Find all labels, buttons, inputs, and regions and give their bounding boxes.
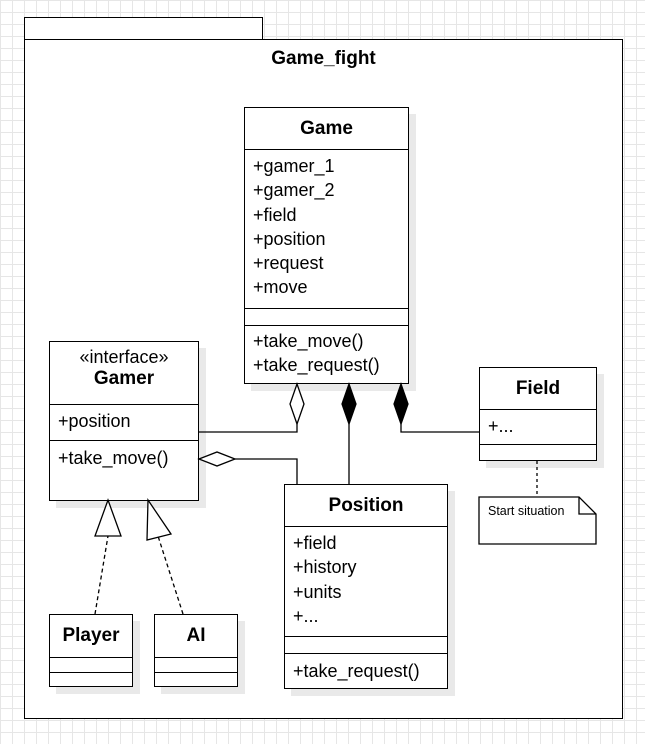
game-attribute: +move (253, 277, 308, 298)
gamer-method: +take_move() (58, 448, 169, 468)
note-fold (578, 497, 596, 515)
aggregation-position-gamer (235, 458, 298, 484)
realization-ai-gamer (157, 535, 184, 615)
aggregation-diamond-game (289, 382, 305, 426)
class-player-name: Player (62, 625, 120, 646)
class-gamer-attributes: +position (50, 404, 198, 440)
package-title: Game_fight (271, 48, 376, 69)
class-player-methods (50, 672, 132, 685)
class-gamer-methods: +take_move() (50, 440, 198, 500)
class-position-separator (285, 636, 447, 653)
class-game-name: Game (300, 118, 353, 139)
class-field[interactable]: Field +... (479, 367, 597, 461)
class-gamer-stereotype: «interface» (79, 347, 169, 367)
composition-diamond-field (393, 382, 409, 426)
position-attribute: +... (293, 605, 319, 626)
class-field-methods (480, 444, 596, 460)
gamer-attribute: +position (58, 411, 131, 431)
position-method: +take_request() (293, 661, 420, 681)
note-text: Start situation (488, 504, 565, 518)
field-attribute: +... (488, 416, 514, 436)
class-gamer-name: Gamer (93, 368, 155, 389)
composition-field-game (400, 424, 479, 433)
class-gamer[interactable]: «interface» Gamer +position +take_move() (49, 341, 199, 501)
game-method: +take_request() (253, 355, 380, 376)
class-game-separator (245, 308, 408, 325)
position-attribute: +history (293, 557, 357, 578)
package-tab (24, 17, 263, 40)
class-position[interactable]: Position +field +history +units +... +ta… (284, 484, 448, 689)
game-attribute: +position (253, 228, 326, 249)
class-player[interactable]: Player (49, 614, 133, 687)
aggregation-diamond-gamer (197, 451, 237, 467)
class-field-attributes: +... (480, 409, 596, 444)
class-field-name: Field (515, 378, 561, 399)
class-ai[interactable]: AI (154, 614, 238, 687)
class-player-attributes (50, 657, 132, 672)
game-attribute: +gamer_2 (253, 180, 335, 201)
class-game[interactable]: Game +gamer_1 +gamer_2 +field +position … (244, 107, 409, 384)
realization-arrow-ai (146, 497, 173, 541)
realization-player-gamer (94, 535, 109, 615)
class-ai-methods (155, 672, 237, 685)
class-position-name: Position (328, 495, 404, 516)
game-attribute: +field (253, 204, 297, 225)
class-ai-attributes (155, 657, 237, 672)
class-ai-name: AI (186, 625, 206, 646)
realization-arrow-player (94, 498, 122, 537)
composition-diamond-position (341, 382, 357, 426)
position-attribute: +field (293, 533, 337, 553)
class-game-attributes: +gamer_1 +gamer_2 +field +position +requ… (245, 149, 408, 308)
game-attribute: +gamer_1 (253, 156, 335, 176)
game-attribute: +request (253, 253, 324, 274)
class-position-methods: +take_request() (285, 653, 447, 687)
position-attribute: +units (293, 581, 342, 602)
class-position-attributes: +field +history +units +... (285, 526, 447, 636)
note-shape (478, 496, 597, 545)
aggregation-gamer-game (199, 424, 298, 433)
class-gamer-header: «interface» Gamer (50, 342, 198, 404)
game-method: +take_move() (253, 331, 364, 351)
class-game-methods: +take_move() +take_request() (245, 325, 408, 382)
